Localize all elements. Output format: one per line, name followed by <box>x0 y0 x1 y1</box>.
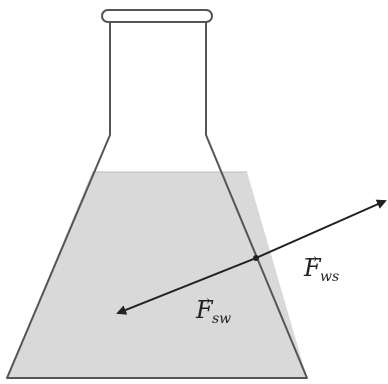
flask-rim <box>101 9 213 23</box>
label-f-sw-accent: → <box>197 291 210 310</box>
label-f-ws-symbol: F <box>303 254 322 282</box>
force-arrow-fsw <box>116 257 257 315</box>
label-f-sw-subscript: sw <box>212 311 231 327</box>
label-f-ws-subscript: ws <box>320 269 339 285</box>
flask-outline <box>6 22 308 379</box>
force-arrow-fws <box>255 199 387 259</box>
label-f-sw: → F sw <box>195 291 231 327</box>
contact-point <box>253 255 259 261</box>
label-f-ws-accent: → <box>304 249 317 268</box>
label-f-ws: → F ws <box>303 249 339 285</box>
label-f-sw-symbol: F <box>195 296 214 324</box>
liquid-fill <box>7 172 307 378</box>
